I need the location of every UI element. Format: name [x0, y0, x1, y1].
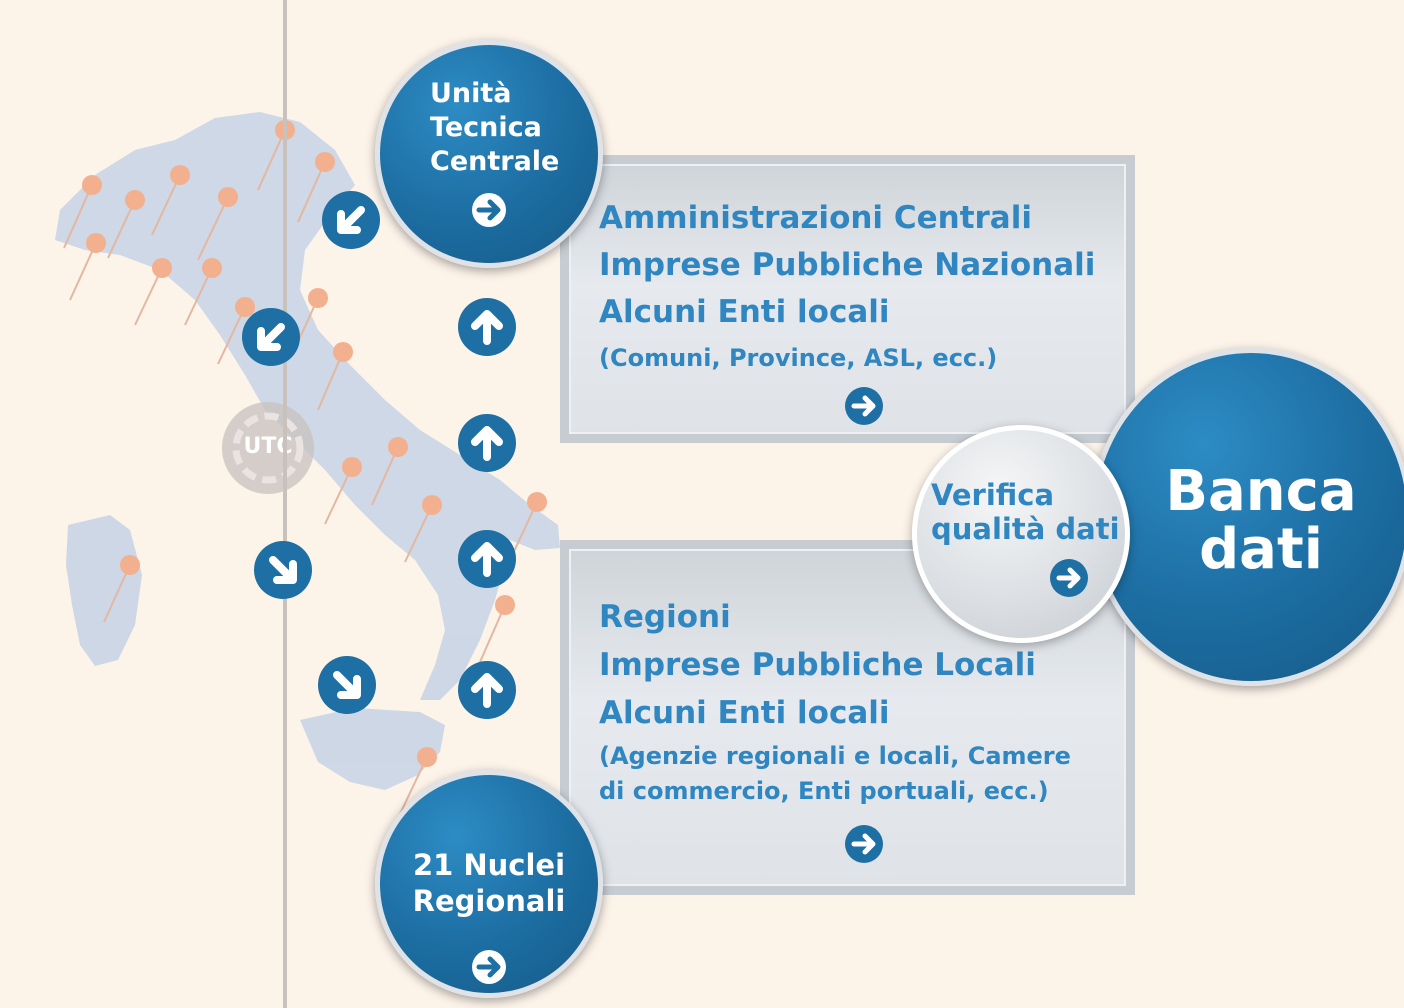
up-arrow-icon[interactable]: [457, 529, 517, 589]
quality-line-2: qualità dati: [931, 512, 1120, 546]
central-entity-2: Imprese Pubbliche Nazionali: [599, 247, 1096, 283]
regional-entities-note-1: (Agenzie regionali e locali, Camere: [599, 742, 1071, 770]
central-entities-note: (Comuni, Province, ASL, ecc.): [599, 344, 998, 372]
divider-line: [283, 0, 287, 1008]
quality-line-1: Verifica: [931, 478, 1055, 512]
regional-entities-panel: Regioni Imprese Pubbliche Locali Alcuni …: [560, 540, 1135, 895]
down-right-arrow-icon[interactable]: [253, 540, 313, 600]
nuclei-line-1: 21 Nuclei: [412, 848, 566, 882]
down-right-arrow-icon[interactable]: [317, 655, 377, 715]
regional-entity-1: Regioni: [599, 599, 731, 635]
database-line-2: dati: [1199, 517, 1323, 582]
database-node: Banca dati: [1090, 348, 1404, 686]
utc-node-line-2: Tecnica: [430, 112, 542, 143]
right-arrow-icon[interactable]: [844, 386, 884, 426]
utc-node-line-3: Centrale: [430, 146, 560, 177]
regional-nuclei-node: 21 Nuclei Regionali: [375, 770, 603, 998]
regional-entities-note-2: di commercio, Enti portuali, ecc.): [599, 777, 1049, 805]
up-arrow-icon[interactable]: [457, 297, 517, 357]
down-left-arrow-icon[interactable]: [321, 190, 381, 250]
utc-node-line-1: Unità: [430, 78, 512, 109]
quality-check-node: Verifica qualità dati: [912, 425, 1130, 643]
nuclei-line-2: Regionali: [412, 884, 566, 918]
up-arrow-icon[interactable]: [457, 660, 517, 720]
central-entity-3: Alcuni Enti locali: [599, 294, 890, 330]
regional-entity-2: Imprese Pubbliche Locali: [599, 647, 1036, 683]
right-arrow-icon[interactable]: [469, 190, 509, 230]
utc-dial: [222, 402, 314, 494]
down-left-arrow-icon[interactable]: [241, 307, 301, 367]
up-arrow-icon[interactable]: [457, 413, 517, 473]
right-arrow-icon[interactable]: [469, 947, 509, 987]
database-line-1: Banca: [1165, 459, 1357, 524]
right-arrow-icon[interactable]: [844, 824, 884, 864]
central-entity-1: Amministrazioni Centrali: [599, 200, 1032, 236]
central-entities-panel: Amministrazioni Centrali Imprese Pubblic…: [560, 155, 1135, 443]
utc-label: UTC: [243, 434, 293, 459]
right-arrow-icon[interactable]: [1049, 558, 1089, 598]
regional-entity-3: Alcuni Enti locali: [599, 695, 890, 731]
utc-node: Unità Tecnica Centrale: [375, 40, 603, 268]
